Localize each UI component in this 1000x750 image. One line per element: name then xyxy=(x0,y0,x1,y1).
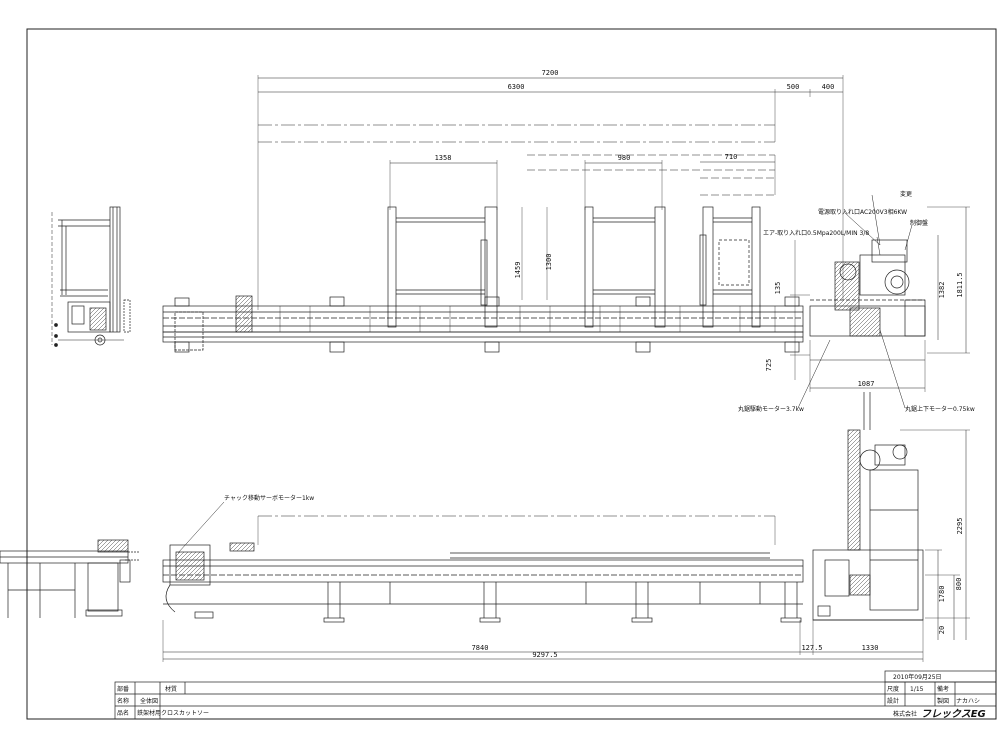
dim-1780: 1780 xyxy=(938,586,946,603)
dim-1811-5: 1811.5 xyxy=(956,272,964,297)
dim-1358: 1358 xyxy=(435,154,452,162)
title-block-text: 2010年09月25日 部番 材質 尺度 1/15 備考 名称 全体図 設計 製… xyxy=(117,673,986,720)
end-view-top xyxy=(51,206,131,347)
elevation-view xyxy=(0,392,970,662)
conveyor-elevation xyxy=(162,542,804,623)
dim-500: 500 xyxy=(787,83,800,91)
dim-1087: 1087 xyxy=(858,380,875,388)
note-control-panel: 制御盤 xyxy=(910,219,928,227)
dim-7200: 7200 xyxy=(542,69,559,77)
dim-9297-5: 9297.5 xyxy=(532,651,557,659)
label-product: 品名 xyxy=(117,709,129,717)
label-name: 名称 xyxy=(117,697,129,705)
title-drafter: ナカハシ xyxy=(956,698,980,705)
company-logo: フレックスEG xyxy=(921,708,986,720)
note-saw-motor: 丸鋸駆動モーター3.7kw xyxy=(738,405,804,413)
plan-notes: 電源取り入れ口AC200V3相6KW エア-取り入れ口0.5Mpa200L/MI… xyxy=(738,190,975,413)
note-air-inlet: エア-取り入れ口0.5Mpa200L/MIN 3/8 xyxy=(763,230,869,237)
dim-127-5: 127.5 xyxy=(801,644,822,652)
dim-800: 800 xyxy=(955,578,963,591)
dim-980: 980 xyxy=(618,154,631,162)
dim-2295: 2295 xyxy=(956,518,964,535)
dim-400: 400 xyxy=(822,83,835,91)
note-power-inlet: 電源取り入れ口AC200V3相6KW xyxy=(818,208,907,216)
end-view-side xyxy=(0,539,140,618)
title-block xyxy=(114,670,997,720)
note-lift-motor: 丸鋸上下モーター0.75kw xyxy=(905,405,975,413)
title-scale: 1/15 xyxy=(910,686,924,693)
label-scale: 尺度 xyxy=(887,685,899,693)
label-design: 設計 xyxy=(887,697,899,705)
dim-7840: 7840 xyxy=(472,644,489,652)
title-product: 鉄架材用クロスカットソー xyxy=(137,709,209,717)
dim-1300: 1300 xyxy=(545,254,553,271)
conveyor-plan xyxy=(162,295,804,353)
saw-unit-plan xyxy=(790,206,970,392)
drawing-border xyxy=(26,28,997,720)
title-name: 全体図 xyxy=(140,697,158,705)
dim-725: 725 xyxy=(765,359,773,372)
plan-dimension-labels: 7200 6300 500 400 1358 980 710 1459 1300… xyxy=(435,69,964,388)
label-material: 材質 xyxy=(165,685,177,693)
note-change: 変更 xyxy=(900,190,912,198)
plan-view xyxy=(51,75,970,409)
company-prefix: 株式会社 xyxy=(893,710,917,718)
dim-710: 710 xyxy=(725,153,738,161)
title-date: 2010年09月25日 xyxy=(893,673,942,681)
gantry-frames xyxy=(387,206,761,328)
dim-6300: 6300 xyxy=(508,83,525,91)
saw-unit-elevation xyxy=(812,392,970,640)
label-remarks: 備考 xyxy=(937,685,949,693)
dim-20: 20 xyxy=(938,626,946,634)
note-servo-motor: チャック移動サーボモーター1kw xyxy=(224,494,314,502)
elevation-dimension-labels: 7840 9297.5 127.5 1330 2295 1780 800 20 xyxy=(472,518,964,659)
dim-1330: 1330 xyxy=(862,644,879,652)
label-drawn: 製図 xyxy=(937,697,949,705)
label-part-no: 部番 xyxy=(117,685,129,693)
dim-1382: 1382 xyxy=(938,282,946,299)
dim-135: 135 xyxy=(774,282,782,295)
dim-1459: 1459 xyxy=(514,262,522,279)
